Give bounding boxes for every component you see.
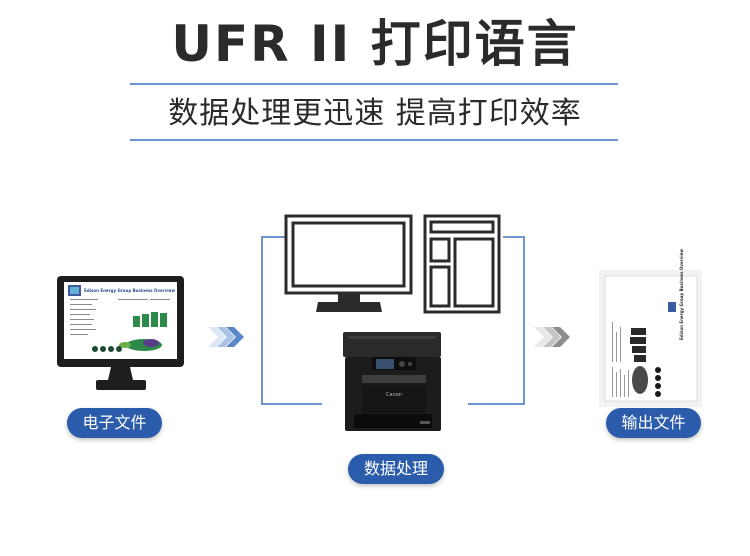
computer-monitor-icon (284, 214, 413, 295)
document-title-left: Edison Energy Group Business Overview (84, 288, 175, 293)
output-file-document: Edison Energy Group Business Overview (599, 249, 702, 407)
printer-brand-text: Canon (386, 392, 402, 398)
document-title-right: Edison Energy Group Business Overview (679, 249, 684, 340)
page-layout-icon (423, 214, 501, 314)
electronic-file-monitor: Edison Energy Group Business Overview (57, 276, 184, 390)
page-subtitle: 数据处理更迅速 提高打印效率 (168, 96, 582, 131)
title-bottom-rule (130, 139, 618, 141)
page-title: UFR II 打印语言 (171, 15, 579, 73)
flow-arrow-right-icon (534, 327, 570, 347)
output-file-label: 输出文件 (606, 408, 701, 438)
title-top-rule (130, 83, 618, 85)
connector-lines (261, 236, 525, 405)
flow-arrow-left-icon (208, 327, 244, 347)
printer-image: Canon (343, 332, 441, 431)
data-processing-label: 数据处理 (348, 454, 444, 484)
electronic-file-label: 电子文件 (67, 408, 162, 438)
